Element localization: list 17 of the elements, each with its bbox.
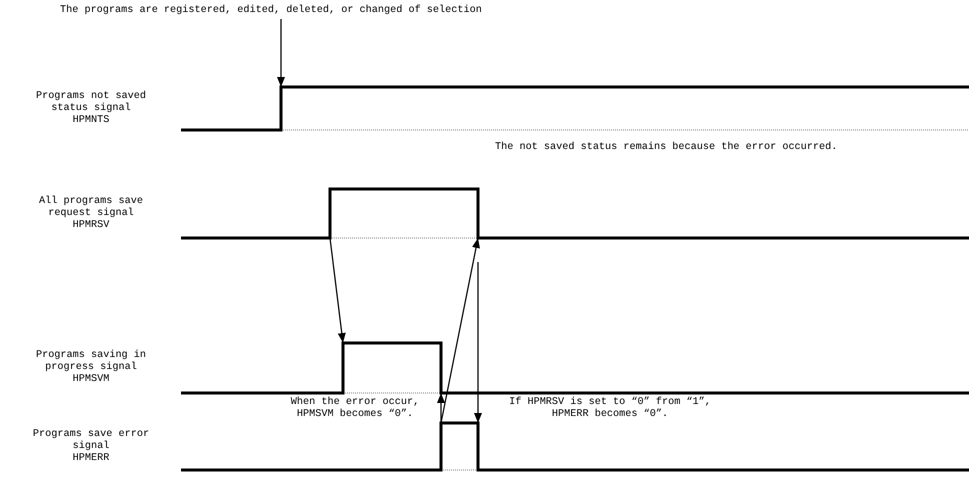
signal-name: Programs not saved status signal [34, 90, 148, 114]
signal-name: Programs save error signal [32, 428, 150, 452]
arrow [277, 19, 285, 87]
arrow [474, 262, 482, 423]
signal-name: Programs saving in progress signal [34, 350, 148, 374]
arrow [437, 393, 445, 423]
arrow [440, 238, 480, 424]
note-text: The not saved status remains because the error occurred. [495, 142, 838, 154]
note-text: When the error occur, HPMSVM becomes “0”. [290, 397, 420, 421]
signal-mnemonic: HPMNTS [72, 114, 110, 126]
note-text: If HPMRSV is set to “0” from “1”, HPMERR becomes “0”. [508, 397, 712, 421]
signal-mnemonic: HPMERR [72, 452, 110, 464]
annotation-text: The programs are registered, edited, deleted, or changed of selection [60, 5, 482, 17]
arrow [329, 238, 346, 344]
signal-mnemonic: HPMSVM [72, 374, 110, 386]
signal-mnemonic: HPMRSV [72, 220, 110, 232]
signal-name: All programs save request signal [38, 196, 144, 220]
